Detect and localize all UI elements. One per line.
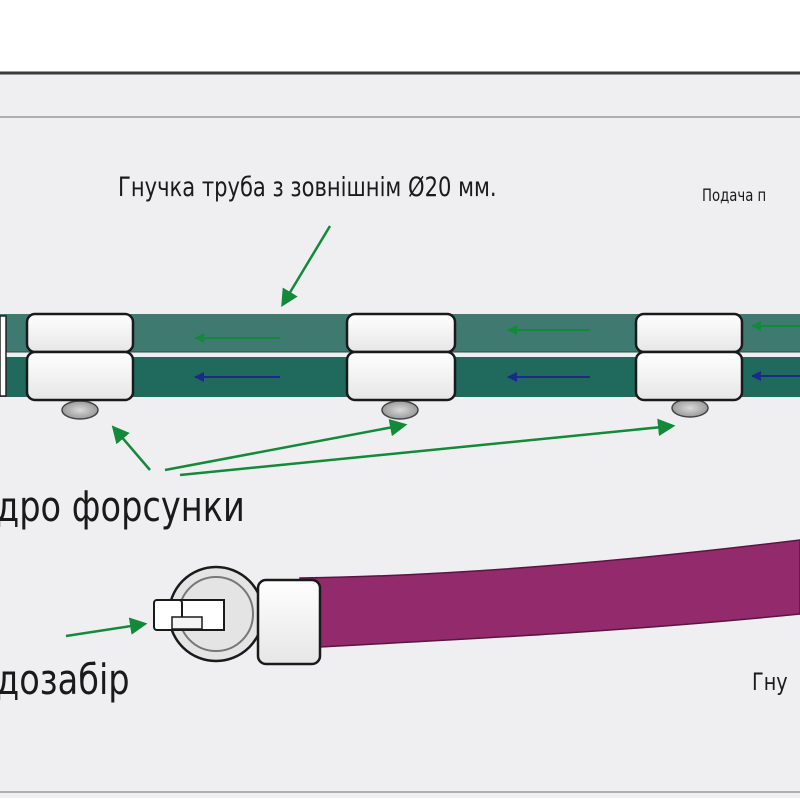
clamp-edge-stub <box>0 315 7 397</box>
suction-hose <box>299 539 800 649</box>
intake-fitting <box>153 565 322 666</box>
nozzle-clamp-2 <box>345 312 457 420</box>
label-nozzle-core: дро форсунки <box>0 482 245 531</box>
pointer-arrow-intake <box>65 617 148 638</box>
nozzle-clamp-3 <box>634 312 744 418</box>
label-feed: Подача п <box>702 186 767 206</box>
pointer-arrow-nozzle-2 <box>164 418 408 472</box>
label-hose: Гну <box>752 668 788 696</box>
pointer-arrow-tube <box>281 225 332 307</box>
pointer-arrow-nozzle-3 <box>179 418 676 477</box>
nozzle-clamp-1 <box>25 312 135 420</box>
label-water-intake: дозабір <box>0 655 130 704</box>
label-flexible-tube: Гнучка труба з зовнішнім Ø20 мм. <box>118 172 497 203</box>
pointer-arrow-nozzle-1 <box>111 425 151 471</box>
